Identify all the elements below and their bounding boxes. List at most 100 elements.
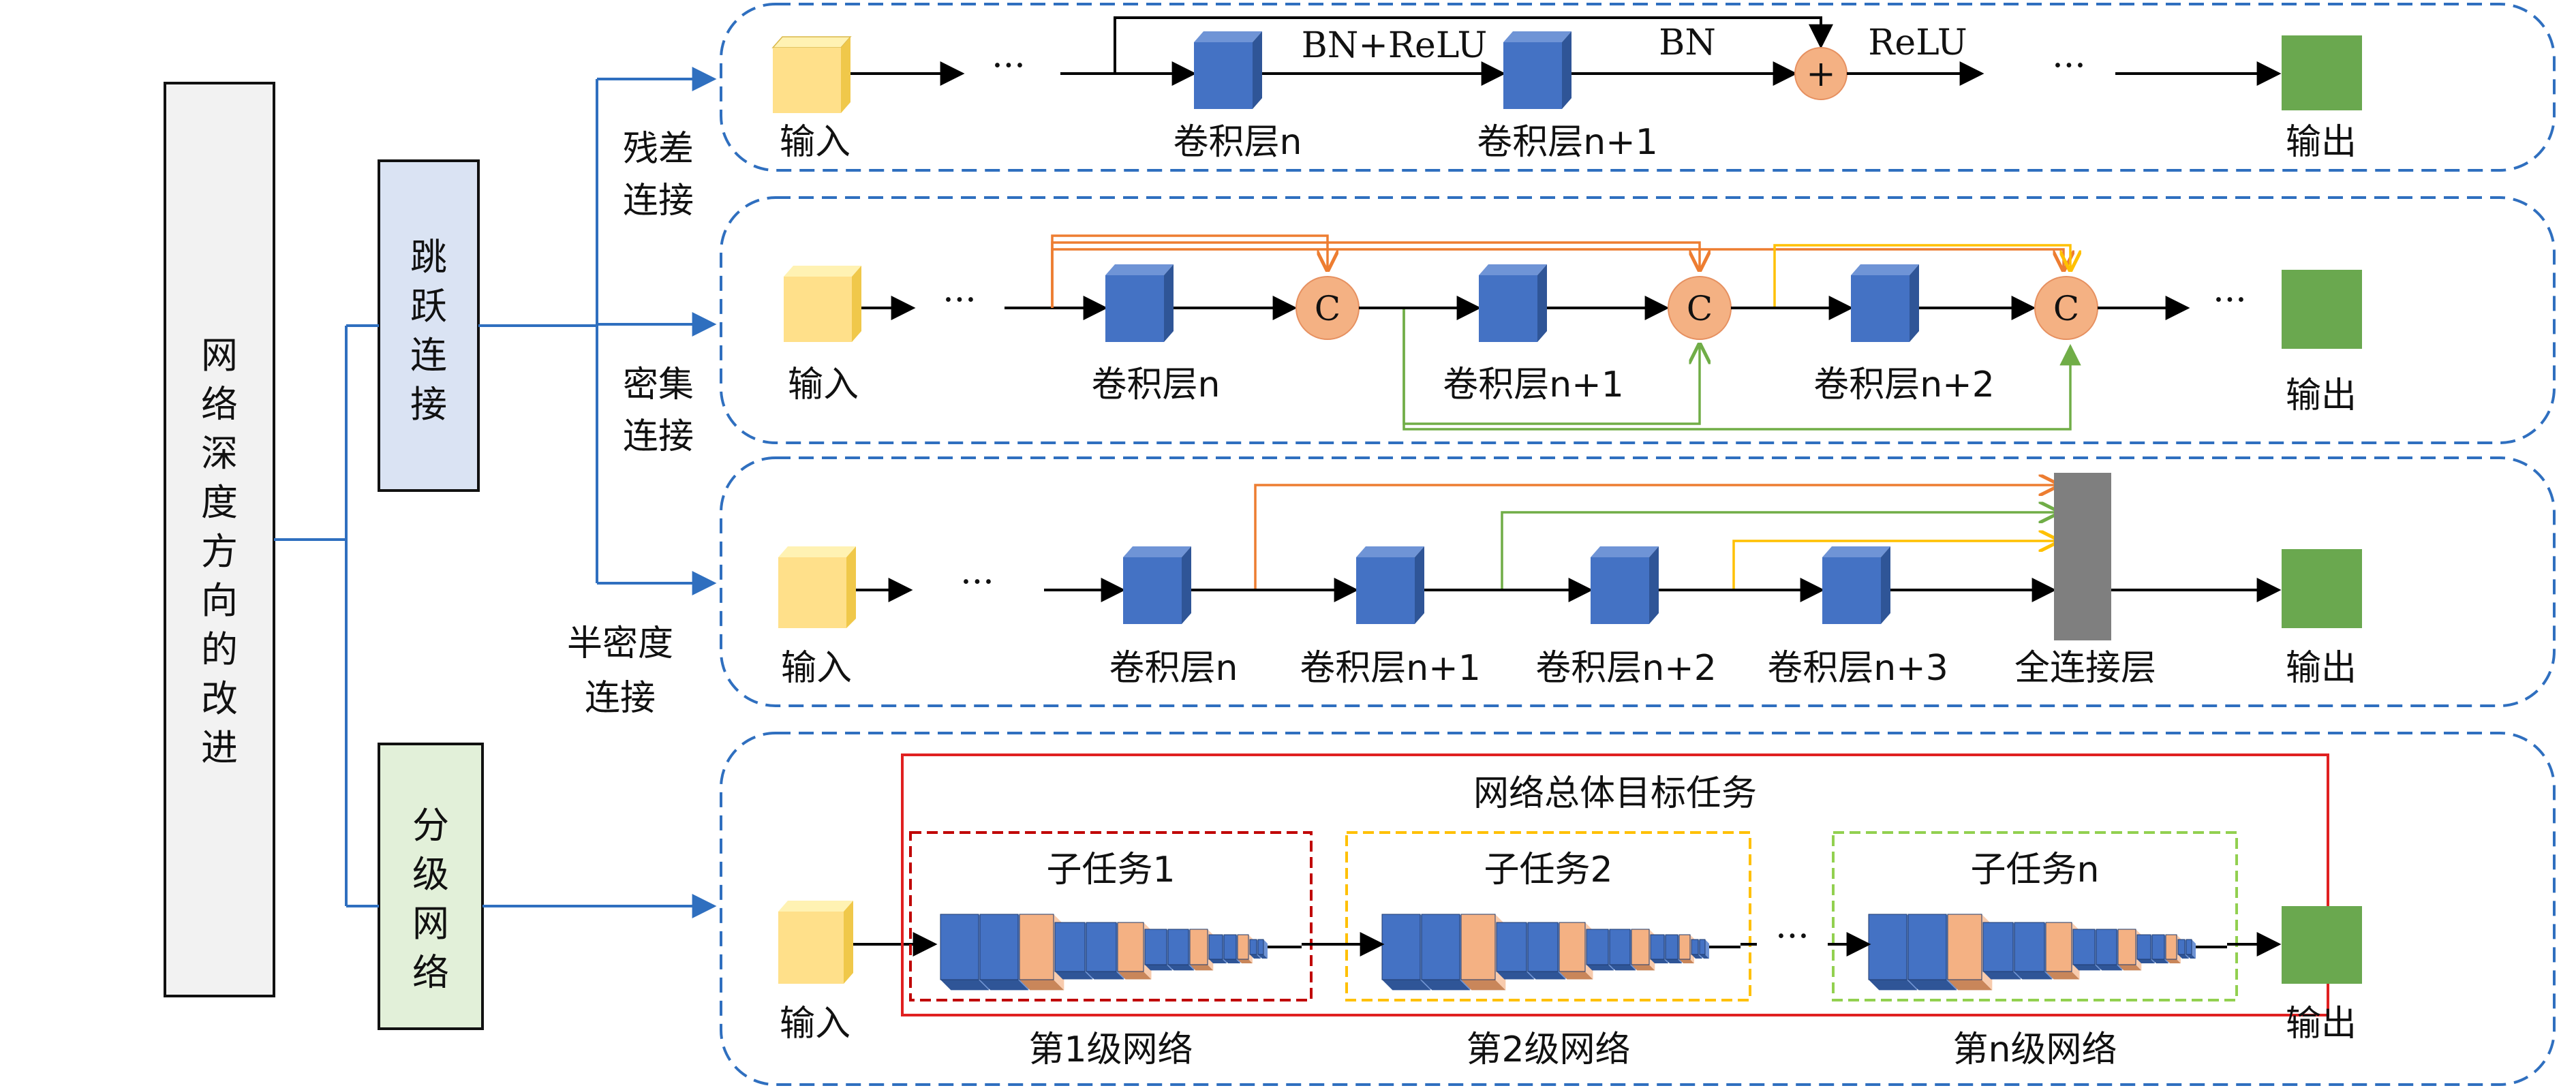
conv-layer-label: 卷积层n+2	[1535, 648, 1717, 689]
semi-link-orange	[1254, 485, 2058, 590]
concat-symbol: C	[1687, 289, 1713, 328]
conv-layer-label: 卷积层n+2	[1813, 364, 1995, 405]
root-box	[164, 82, 275, 997]
mini-layer-block	[1699, 939, 1709, 959]
dense-panel	[720, 196, 2556, 444]
residual-skip-line	[1114, 16, 1833, 74]
skip-label-char: 连	[410, 334, 447, 377]
conv-cube	[1356, 546, 1424, 624]
dense-link-green	[1402, 308, 2081, 431]
ellipsis: ···	[992, 46, 1026, 87]
hierarchical-network-box	[378, 743, 484, 1030]
subtask-label: 子任务2	[1484, 850, 1612, 890]
conv-cube	[1123, 546, 1191, 624]
edge-label-relu: ReLU	[1868, 22, 1967, 63]
output-label: 输出	[2286, 375, 2357, 416]
ellipsis: ···	[960, 562, 994, 603]
output-square	[2282, 270, 2362, 349]
conv-layer-label: 卷积层n	[1092, 364, 1221, 405]
hierarchical-panel	[720, 732, 2556, 1086]
conv-layer-label: 卷积层n	[1174, 122, 1302, 163]
hierarchical-diagram: 输入 网络总体目标任务 子任务1 子任务2 子任务n ··· 输出 第1级网络 …	[778, 753, 2362, 1070]
output-label: 输出	[2286, 122, 2357, 163]
root-label-char: 度	[201, 481, 238, 524]
conv-layer-label: 卷积层n+1	[1477, 122, 1658, 163]
root-label-char: 改	[201, 677, 238, 720]
semi-dense-diagram: 输入 ··· 卷积层n 卷积层n+1 卷积层n+2	[778, 473, 2362, 689]
mini-layer-block	[1631, 929, 1655, 971]
concat-symbol: C	[2053, 289, 2079, 328]
input-cube	[771, 36, 852, 113]
ellipsis: ···	[1775, 916, 1809, 957]
root-label-char: 网	[201, 334, 238, 377]
subtask-box-2	[1345, 831, 1751, 1001]
dense-diagram: 输入 ··· 卷积层n C 卷积层n+1 C	[784, 234, 2362, 431]
fully-connected-label: 全连接层	[2014, 648, 2156, 689]
hier-label-char: 级	[412, 853, 449, 896]
output-square	[2282, 35, 2362, 110]
conv-layer-label: 卷积层n+1	[1300, 648, 1481, 689]
input-cube	[778, 546, 856, 628]
branch-labels: 残差 连接 密集 连接 半密度 连接	[567, 129, 694, 719]
mini-layer-block	[2186, 939, 2196, 959]
ellipsis: ···	[942, 280, 977, 321]
output-label: 输出	[2286, 1004, 2357, 1044]
input-label: 输入	[780, 122, 850, 163]
skip-label-char: 跳	[410, 236, 447, 279]
output-square	[2282, 906, 2362, 984]
conv-cube	[1479, 264, 1547, 342]
conv-cube	[1822, 546, 1890, 624]
mini-network-stack	[1381, 914, 1741, 991]
semi-link-yellow	[1732, 541, 2058, 590]
mini-layer-block	[1257, 939, 1268, 959]
dense-link-orange	[1051, 234, 1328, 308]
ellipsis: ···	[2213, 280, 2247, 321]
mini-layer-block	[1086, 922, 1124, 980]
conv-layer-label: 卷积层n	[1109, 648, 1238, 689]
input-label: 输入	[780, 1004, 850, 1044]
root-label-char: 向	[201, 579, 238, 622]
mini-network-stack	[940, 914, 1302, 991]
conv-layer-label: 卷积层n+1	[1443, 364, 1624, 405]
residual-diagram: 输入 ··· 卷积层n BN+ReLU 卷积层n+1 BN + ReLU ···	[771, 16, 2362, 163]
mini-network-stack	[1868, 914, 2227, 991]
root-label-char: 的	[201, 628, 238, 671]
conv-cube	[1503, 31, 1571, 109]
root-label-char: 方	[201, 530, 238, 573]
semi-link-green	[1501, 512, 2058, 590]
dense-link-yellow	[1773, 244, 2070, 308]
output-square	[2282, 549, 2362, 628]
fully-connected-bar	[2054, 473, 2111, 640]
conv-cube	[1851, 264, 1919, 342]
tree-connectors	[274, 67, 717, 918]
mini-layer-block	[1117, 922, 1152, 980]
input-label: 输入	[788, 364, 859, 405]
hier-label-char: 网	[412, 902, 449, 945]
overall-task-box	[901, 753, 2329, 1016]
subtask-label: 子任务1	[1046, 850, 1175, 890]
hier-label-char: 络	[412, 951, 449, 994]
plus-symbol: +	[1806, 54, 1836, 95]
panels	[720, 3, 2556, 1086]
hier-label-char: 分	[412, 804, 449, 847]
edge-label-bn: BN	[1659, 22, 1716, 63]
subtask-box-n	[1832, 831, 2238, 1001]
level-label: 第n级网络	[1953, 1029, 2117, 1070]
level-label: 第1级网络	[1028, 1029, 1193, 1070]
dense-label-line1: 密集	[623, 364, 694, 405]
residual-panel	[720, 3, 2556, 172]
skip-connection-box	[378, 159, 480, 492]
input-cube	[778, 901, 853, 984]
semi-dense-panel	[720, 456, 2556, 707]
semi-label-line2: 连接	[585, 678, 656, 719]
skip-label-char: 接	[410, 383, 447, 426]
residual-label-line1: 残差	[623, 129, 694, 170]
dense-label-line2: 连接	[623, 416, 694, 457]
overall-task-label: 网络总体目标任务	[1473, 773, 1757, 814]
skip-label-char: 跃	[410, 285, 447, 328]
subtask-label: 子任务n	[1971, 850, 2100, 890]
residual-label-line2: 连接	[623, 181, 694, 221]
input-label: 输入	[781, 648, 852, 689]
root-label-char: 络	[201, 383, 238, 426]
